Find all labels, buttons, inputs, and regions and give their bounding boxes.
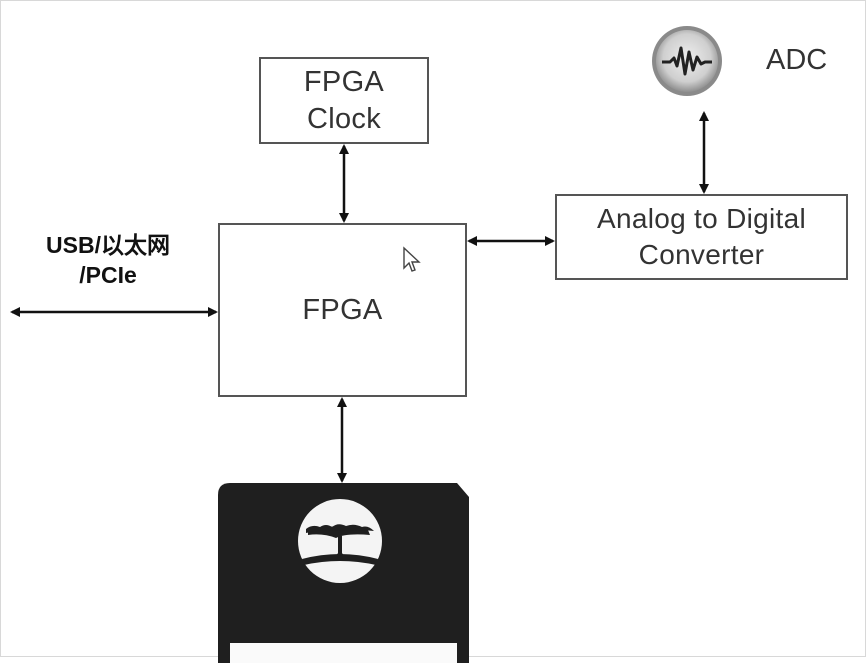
fpga-clock-line1: FPGA xyxy=(303,65,385,98)
adc-icon-label: ADC xyxy=(766,44,828,76)
adc-node: Analog to Digital Converter xyxy=(555,194,848,280)
adc-line1: Analog to Digital xyxy=(596,203,806,234)
external-interface-label: USB/以太网 /PCIe xyxy=(23,230,193,290)
fpga-node: FPGA xyxy=(218,223,467,397)
external-line2: /PCIe xyxy=(79,262,137,288)
mouse-cursor-icon xyxy=(403,246,421,272)
fpga-clock-line2: Clock xyxy=(306,102,381,135)
waveform-icon xyxy=(652,26,722,96)
fpga-label: FPGA xyxy=(302,293,383,326)
fpga-clock-node: FPGA Clock xyxy=(259,57,429,144)
adc-line2: Converter xyxy=(638,239,765,270)
sd-card xyxy=(218,483,469,663)
tree-logo-icon xyxy=(298,499,382,583)
external-line1: USB/以太网 xyxy=(46,232,170,258)
